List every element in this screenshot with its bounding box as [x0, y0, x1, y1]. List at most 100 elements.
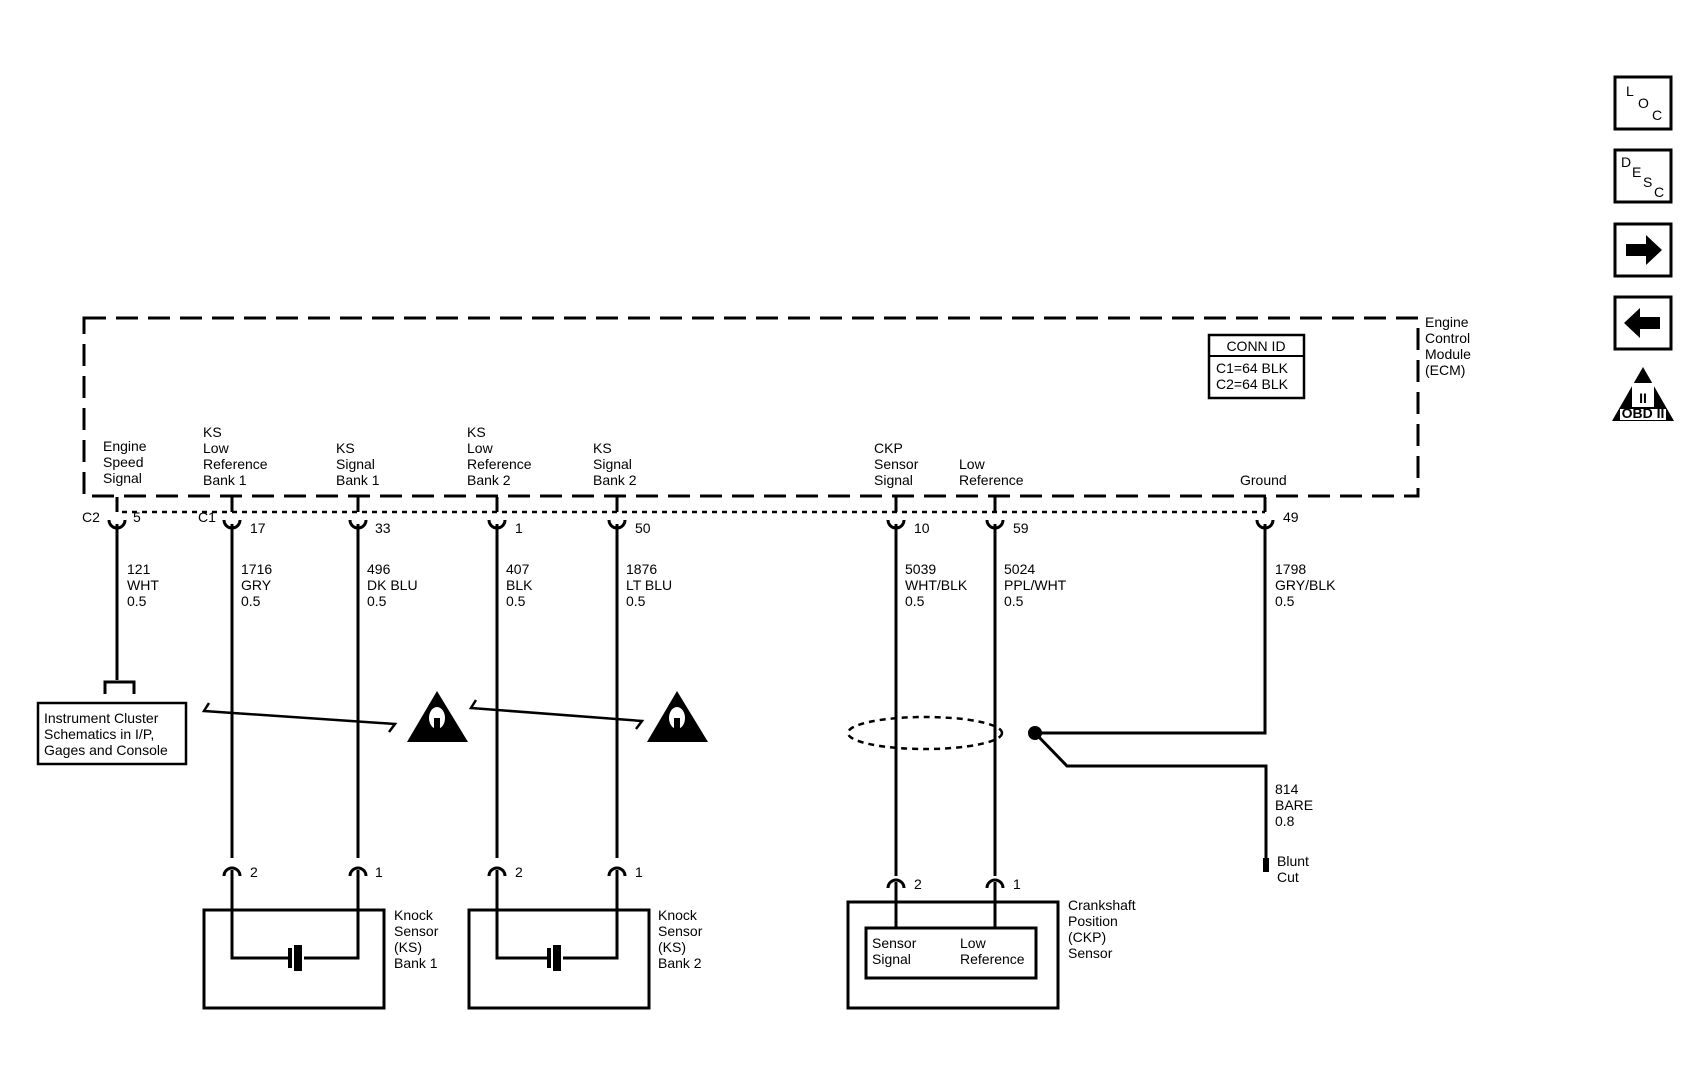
- ckp-label-4: Sensor: [1068, 945, 1113, 961]
- pin-number-ks-signal-b2: 50: [635, 520, 651, 536]
- pin-label-ks-low-ref-b2-2: Low: [467, 440, 494, 456]
- circuit-ckp-gauge: 0.5: [905, 593, 925, 609]
- shield-splice: [1028, 726, 1042, 740]
- loc-button[interactable]: L O C: [1613, 75, 1673, 131]
- circuit-ks-low-ref-b2-color: BLK: [506, 577, 533, 593]
- pin-label-ckp-2: Sensor: [874, 456, 919, 472]
- circuit-ks-signal-b2-color: LT BLU: [626, 577, 672, 593]
- blunt-cut-line-1: Blunt: [1277, 853, 1309, 869]
- obd-ii-button[interactable]: II OBD II: [1612, 367, 1674, 421]
- pin-number-engine-speed: 5: [133, 509, 141, 525]
- desc-letter-s: S: [1643, 174, 1652, 190]
- ckp-inner-left-1: Sensor: [872, 935, 917, 951]
- circuit-ks-low-ref-b2-gauge: 0.5: [506, 593, 526, 609]
- pin-number-ckp: 10: [914, 520, 930, 536]
- conn-id-box: CONN ID C1=64 BLK C2=64 BLK: [1207, 333, 1306, 400]
- ckp-sensor: Sensor Signal Low Reference Crankshaft P…: [846, 897, 1136, 1010]
- ks2-label-2: Sensor: [658, 923, 703, 939]
- pin-number-ks-low-ref-b1: 17: [250, 520, 266, 536]
- shield-ellipse: [846, 715, 1004, 751]
- pin-label-ks-signal-b2-1: KS: [593, 440, 612, 456]
- ecm-module: Engine Control Module (ECM) CONN ID C1=6…: [82, 314, 1471, 498]
- pin-label-low-ref-2: Reference: [959, 472, 1024, 488]
- circuit-ks-signal-b2-num: 1876: [626, 561, 657, 577]
- ecm-label-line-4: (ECM): [1425, 362, 1465, 378]
- ks2-label-4: Bank 2: [658, 955, 702, 971]
- instrument-cluster-line-1: Instrument Cluster: [44, 710, 159, 726]
- ks1-label-1: Knock: [394, 907, 434, 923]
- arrow-right-icon: [1626, 235, 1662, 265]
- circuit-drain-gauge: 0.8: [1275, 813, 1295, 829]
- pin-label-ckp-1: CKP: [874, 440, 903, 456]
- connector-c2-label: C2: [82, 509, 100, 525]
- circuit-ks-signal-b1-color: DK BLU: [367, 577, 418, 593]
- ecm-boundary: [82, 316, 1420, 498]
- circuit-ks-low-ref-b2-num: 407: [506, 561, 530, 577]
- twisted-pair-bank2: [468, 699, 645, 730]
- twisted-pair-bank1: [201, 702, 398, 733]
- pin-label-ks-low-ref-b2-3: Reference: [467, 456, 532, 472]
- conn-id-title: CONN ID: [1226, 338, 1285, 354]
- circuit-ground-color: GRY/BLK: [1275, 577, 1336, 593]
- instrument-cluster-line-3: Gages and Console: [44, 742, 168, 758]
- pin-number-ks-signal-b1: 33: [375, 520, 391, 536]
- circuit-ks-signal-b1-num: 496: [367, 561, 391, 577]
- circuit-labels: 121 WHT 0.5 1716 GRY 0.5 496 DK BLU 0.5 …: [127, 561, 1336, 829]
- circuit-drain-color: BARE: [1275, 797, 1313, 813]
- circuit-ks-low-ref-b1-color: GRY: [241, 577, 272, 593]
- component-pin-symbols: [222, 866, 1005, 905]
- back-arrow-button[interactable]: [1613, 295, 1673, 351]
- ckp-inner-left-2: Signal: [872, 951, 911, 967]
- blunt-cut-mark: [1263, 858, 1269, 872]
- pin-label-ks-low-ref-b2-4: Bank 2: [467, 472, 511, 488]
- ecm-label-line-3: Module: [1425, 346, 1471, 362]
- pin-number-ks-low-ref-b2: 1: [515, 520, 523, 536]
- ckp-label-2: Position: [1068, 913, 1118, 929]
- desc-letter-d: D: [1621, 154, 1631, 170]
- circuit-ckp-color: WHT/BLK: [905, 577, 968, 593]
- pin-label-ks-low-ref-b1-4: Bank 1: [203, 472, 247, 488]
- wire-ground: [1035, 524, 1267, 735]
- pin-label-low-ref-1: Low: [959, 456, 986, 472]
- circuit-low-ref-color: PPL/WHT: [1004, 577, 1067, 593]
- circuit-ks-low-ref-b1-gauge: 0.5: [241, 593, 261, 609]
- connector-c1-label: C1: [198, 509, 216, 525]
- obd-numeral: II: [1639, 390, 1647, 406]
- conn-id-line-2: C2=64 BLK: [1216, 376, 1289, 392]
- desc-button[interactable]: D E S C: [1613, 148, 1673, 204]
- obd-text: OBD II: [1622, 405, 1665, 421]
- ks2-label-1: Knock: [658, 907, 698, 923]
- pin-label-ks-signal-b1-2: Signal: [336, 456, 375, 472]
- pin-number-low-ref: 59: [1013, 520, 1029, 536]
- ks2-pin-2: 2: [515, 864, 523, 880]
- loc-letter-c: C: [1652, 107, 1662, 123]
- pin-label-ks-signal-b2-2: Signal: [593, 456, 632, 472]
- circuit-ground-num: 1798: [1275, 561, 1306, 577]
- circuit-low-ref-num: 5024: [1004, 561, 1035, 577]
- ckp-label-3: (CKP): [1068, 929, 1106, 945]
- conn-id-line-1: C1=64 BLK: [1216, 360, 1289, 376]
- pin-label-ks-signal-b1-1: KS: [336, 440, 355, 456]
- arrow-left-icon: [1624, 308, 1660, 338]
- circuit-engine-speed-num: 121: [127, 561, 151, 577]
- knock-sensor-bank-2: Knock Sensor (KS) Bank 2: [467, 893, 703, 1010]
- pin-label-ks-signal-b1-3: Bank 1: [336, 472, 380, 488]
- desc-letter-e: E: [1632, 164, 1641, 180]
- ckp-inner-right-2: Reference: [960, 951, 1025, 967]
- warning-icon: [407, 691, 468, 742]
- pin-label-ks-low-ref-b1-2: Low: [203, 440, 230, 456]
- instrument-cluster-reference: Instrument Cluster Schematics in I/P, Ga…: [36, 680, 188, 766]
- circuit-drain-num: 814: [1275, 781, 1299, 797]
- circuit-ground-gauge: 0.5: [1275, 593, 1295, 609]
- pin-label-ks-low-ref-b2-1: KS: [467, 424, 486, 440]
- forward-arrow-button[interactable]: [1613, 222, 1673, 278]
- circuit-engine-speed-color: WHT: [127, 577, 159, 593]
- blunt-cut-line-2: Cut: [1277, 869, 1299, 885]
- wires: [115, 524, 1268, 876]
- ks1-label-4: Bank 1: [394, 955, 438, 971]
- circuit-ckp-num: 5039: [905, 561, 936, 577]
- circuit-ks-low-ref-b1-num: 1716: [241, 561, 272, 577]
- pin-label-engine-speed-2: Speed: [103, 454, 143, 470]
- knock-sensor-bank-1: Knock Sensor (KS) Bank 1: [202, 893, 439, 1010]
- pin-label-ks-low-ref-b1-3: Reference: [203, 456, 268, 472]
